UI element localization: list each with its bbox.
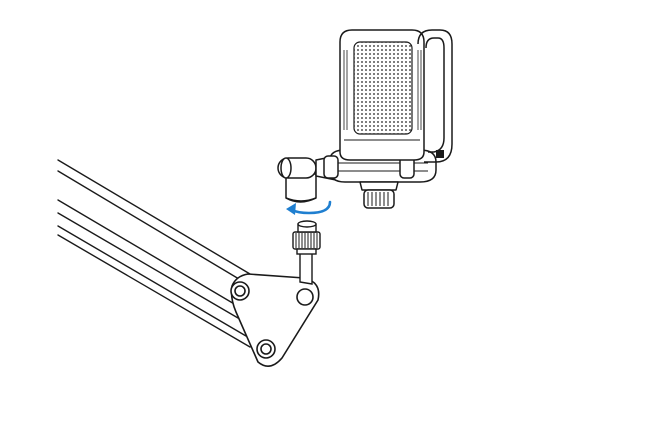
- mic-mount-socket: [285, 173, 317, 203]
- boom-arm-bar-6: [57, 234, 251, 348]
- boom-arm-bar-4: [57, 212, 239, 319]
- shock-mount: [277, 149, 437, 209]
- tension-knob: [359, 181, 399, 209]
- mic-handle-loop: [417, 29, 453, 163]
- mic-grille: [353, 41, 413, 135]
- mic-side-vents: [343, 50, 422, 130]
- rotation-arrow: [286, 200, 332, 215]
- screw-top-inner: [234, 285, 246, 297]
- pivot-hole: [296, 288, 314, 306]
- boom-arm-bar-3: [57, 199, 237, 306]
- threaded-mount-stud: [292, 220, 321, 285]
- yoke-knob-end: [280, 157, 292, 179]
- handle-lock: [436, 150, 444, 158]
- screw-bottom-inner: [260, 343, 272, 355]
- condenser-microphone: [339, 29, 425, 161]
- boom-arm-bar-1: [57, 159, 251, 275]
- ring-clip-left: [323, 155, 339, 179]
- boom-arm-bar-5: [57, 225, 247, 337]
- boom-arm-bar-2: [57, 170, 245, 283]
- boom-arm: [57, 159, 251, 348]
- arm-joint-plate: [230, 273, 320, 367]
